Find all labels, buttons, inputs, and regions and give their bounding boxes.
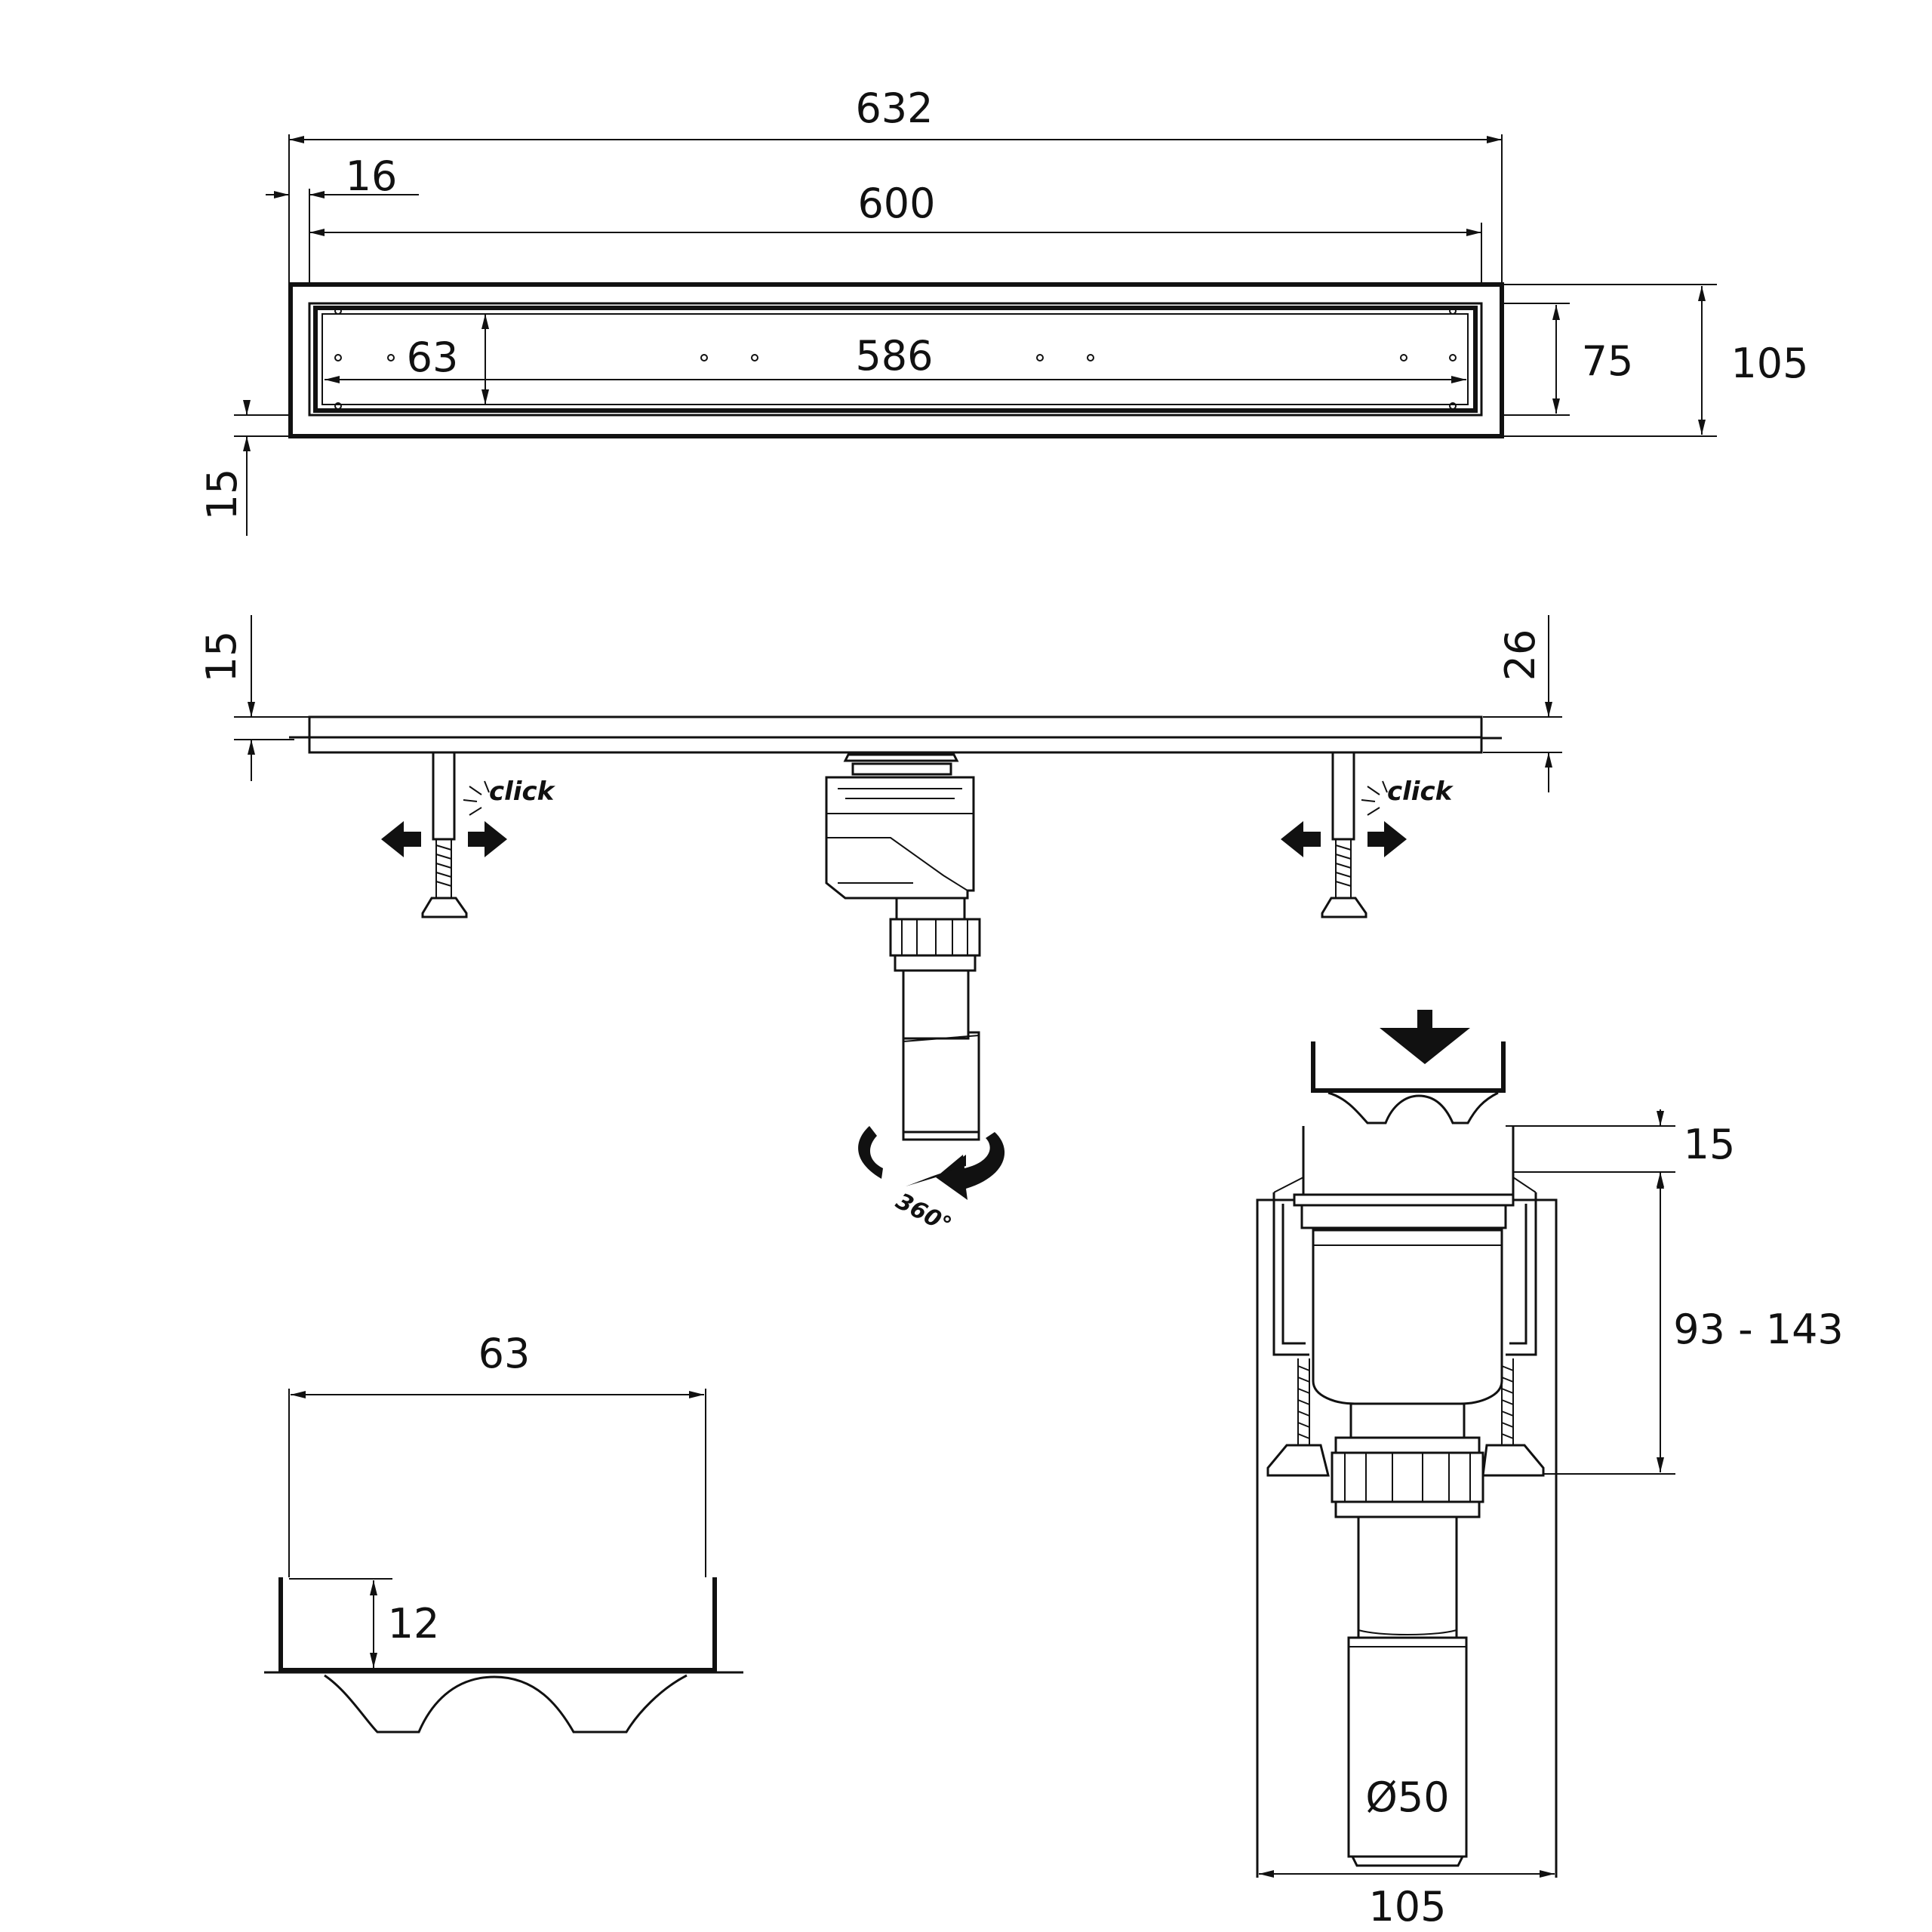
grate-dots xyxy=(334,307,1457,410)
dim-side-right-height: 26 xyxy=(1497,629,1544,681)
grate-section: 63 12 xyxy=(264,1330,743,1734)
dim-side-left-height: 15 xyxy=(198,631,245,683)
dim-inner-height: 75 xyxy=(1582,337,1634,385)
rotate-360-icon: 360° xyxy=(858,1126,1005,1239)
adjust-arrow-left-icon xyxy=(381,821,421,857)
svg-text:360°: 360° xyxy=(891,1188,955,1238)
dim-grate-section-width: 63 xyxy=(478,1330,531,1377)
leveling-foot-right xyxy=(1321,751,1367,918)
siphon-trap xyxy=(825,753,981,1141)
adjust-arrow-right-icon xyxy=(468,821,507,857)
svg-text:click: click xyxy=(1387,777,1454,807)
dim-height-range: 93 - 143 xyxy=(1673,1306,1844,1353)
dim-offset: 15 xyxy=(198,469,246,521)
dim-grate-section-depth: 12 xyxy=(388,1600,440,1647)
dim-top-offset: 15 xyxy=(1684,1121,1736,1168)
channel-side-profile xyxy=(289,715,1502,740)
dim-cross-section-width: 105 xyxy=(1368,1883,1446,1930)
dim-overall-length: 632 xyxy=(855,85,933,132)
side-view: 15 26 click xyxy=(198,615,1562,1239)
insert-arrow-icon xyxy=(1380,1010,1470,1064)
grate-inner xyxy=(321,313,1469,405)
grate-section-profile xyxy=(278,1577,717,1672)
channel-rim xyxy=(308,302,1483,417)
top-view: 632 16 600 586 63 xyxy=(198,85,1809,536)
svg-text:click: click xyxy=(489,777,556,807)
cross-section: Ø50 15 93 - 143 105 xyxy=(1256,1010,1844,1930)
dim-grate-width: 63 xyxy=(407,334,459,381)
dim-grate-length: 586 xyxy=(855,332,933,380)
dim-outer-height: 105 xyxy=(1730,340,1808,387)
adjust-arrow-right-icon xyxy=(1367,821,1407,857)
dim-channel-length: 600 xyxy=(857,180,935,227)
adjust-arrow-left-icon xyxy=(1281,821,1321,857)
dim-outlet-diameter: Ø50 xyxy=(1365,1774,1449,1821)
drain-outer-frame xyxy=(288,282,1504,438)
leveling-foot-left xyxy=(421,751,468,918)
grate-top xyxy=(313,306,1478,413)
click-icon-right: click xyxy=(1361,777,1454,816)
dim-flange: 16 xyxy=(346,152,398,200)
click-icon-left: click xyxy=(463,777,556,816)
